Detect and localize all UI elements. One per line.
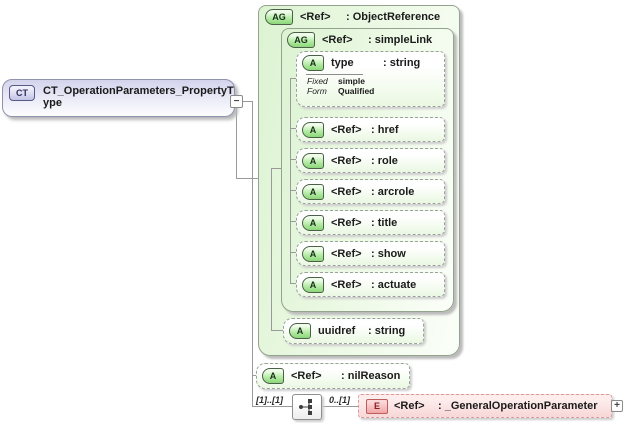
attribute-icon: A — [302, 276, 324, 293]
attribute-box-type[interactable]: A type : string Fixed simple Form Qualif… — [296, 51, 445, 107]
attribute-type: : actuate — [371, 278, 417, 291]
complextype-icon: CT — [9, 85, 35, 101]
connector-line — [290, 159, 296, 160]
attribute-ref-label: <Ref> — [331, 154, 362, 167]
attribute-icon: A — [302, 55, 324, 71]
attribute-ref-label: <Ref> — [331, 278, 362, 291]
attribute-icon: A — [302, 183, 324, 200]
attribute-box-title[interactable]: A <Ref> : title — [296, 210, 445, 235]
connector-line — [243, 101, 252, 102]
attribute-type: : role — [371, 154, 398, 167]
connector-line — [290, 221, 296, 222]
attribute-name: type — [331, 57, 354, 69]
connector-line — [322, 406, 358, 407]
attribute-type: : title — [371, 216, 398, 229]
cardinality-label-parent: [1]..[1] — [256, 395, 283, 405]
connector-line — [252, 406, 292, 407]
collapse-icon[interactable]: − — [230, 95, 243, 108]
attribute-icon: A — [302, 152, 324, 169]
facet-label: Fixed — [307, 76, 328, 86]
facet-divider — [306, 74, 363, 75]
attribute-icon: A — [262, 368, 284, 384]
connector-line — [271, 168, 281, 169]
attribute-type: : string — [368, 325, 406, 337]
complextype-box[interactable]: CT CT_OperationParameters_PropertyType — [2, 79, 235, 117]
element-type-label: : _GeneralOperationParameter — [438, 400, 598, 412]
attribute-ref-label: <Ref> — [331, 123, 362, 136]
attribute-box-href[interactable]: A <Ref> : href — [296, 117, 445, 142]
attribute-box-nilreason[interactable]: A <Ref> : nilReason — [256, 363, 410, 389]
facet-label: Form — [307, 86, 327, 96]
attribute-icon: A — [302, 121, 324, 138]
attribute-name: uuidref — [318, 325, 356, 337]
facet-fixed: Fixed simple — [307, 76, 444, 86]
attribute-type: : arcrole — [371, 185, 415, 198]
group-header-simplelink: AG <Ref> : simpleLink — [282, 29, 453, 51]
sequence-icon — [299, 399, 312, 415]
facet-form: Form Qualified — [307, 86, 444, 96]
group-type-label: : ObjectReference — [346, 11, 441, 23]
attribute-box-arcrole[interactable]: A <Ref> : arcrole — [296, 179, 445, 204]
attribute-type: : nilReason — [341, 370, 401, 382]
attribute-box-actuate[interactable]: A <Ref> : actuate — [296, 272, 445, 297]
attribute-ref-label: <Ref> — [291, 370, 322, 382]
complextype-title: CT_OperationParameters_PropertyType — [43, 85, 234, 109]
attribute-box-show[interactable]: A <Ref> : show — [296, 241, 445, 266]
element-ref-label: <Ref> — [394, 400, 425, 412]
attribute-type: : show — [371, 247, 406, 260]
connector-line — [290, 128, 296, 129]
connector-line — [290, 252, 296, 253]
attribute-icon: A — [302, 214, 324, 231]
attribute-icon: A — [302, 245, 324, 262]
group-header-objectreference: AG <Ref> : ObjectReference — [259, 6, 459, 28]
connector-line — [290, 190, 296, 191]
facet-value: Qualified — [338, 86, 375, 96]
attribute-type: : href — [371, 123, 399, 136]
attribute-group-icon: AG — [287, 32, 315, 48]
facet-value: simple — [338, 76, 365, 86]
attribute-icon: A — [289, 323, 311, 339]
group-ref-label: <Ref> — [300, 11, 331, 23]
connector-line — [290, 78, 291, 283]
attribute-ref-label: <Ref> — [331, 216, 362, 229]
group-type-label: : simpleLink — [368, 34, 433, 46]
sequence-compositor[interactable] — [292, 394, 322, 420]
attribute-group-icon: AG — [265, 9, 293, 25]
connector-line — [271, 168, 272, 330]
group-ref-label: <Ref> — [322, 34, 353, 46]
connector-line — [236, 178, 259, 179]
connector-line — [271, 330, 283, 331]
connector-line — [290, 283, 296, 284]
attribute-type: : string — [383, 57, 421, 69]
element-icon: E — [366, 398, 388, 414]
cardinality-label-child: 0..[1] — [329, 395, 351, 405]
attribute-box-uuidref[interactable]: A uuidref : string — [283, 318, 424, 344]
attribute-box-role[interactable]: A <Ref> : role — [296, 148, 445, 173]
connector-line — [290, 78, 296, 79]
element-box-generaloperationparameter[interactable]: E <Ref> : _GeneralOperationParameter — [358, 394, 612, 418]
connector-line — [236, 107, 237, 178]
attribute-ref-label: <Ref> — [331, 247, 362, 260]
attribute-ref-label: <Ref> — [331, 185, 362, 198]
expand-icon[interactable]: + — [611, 400, 623, 412]
connector-line — [252, 101, 253, 406]
